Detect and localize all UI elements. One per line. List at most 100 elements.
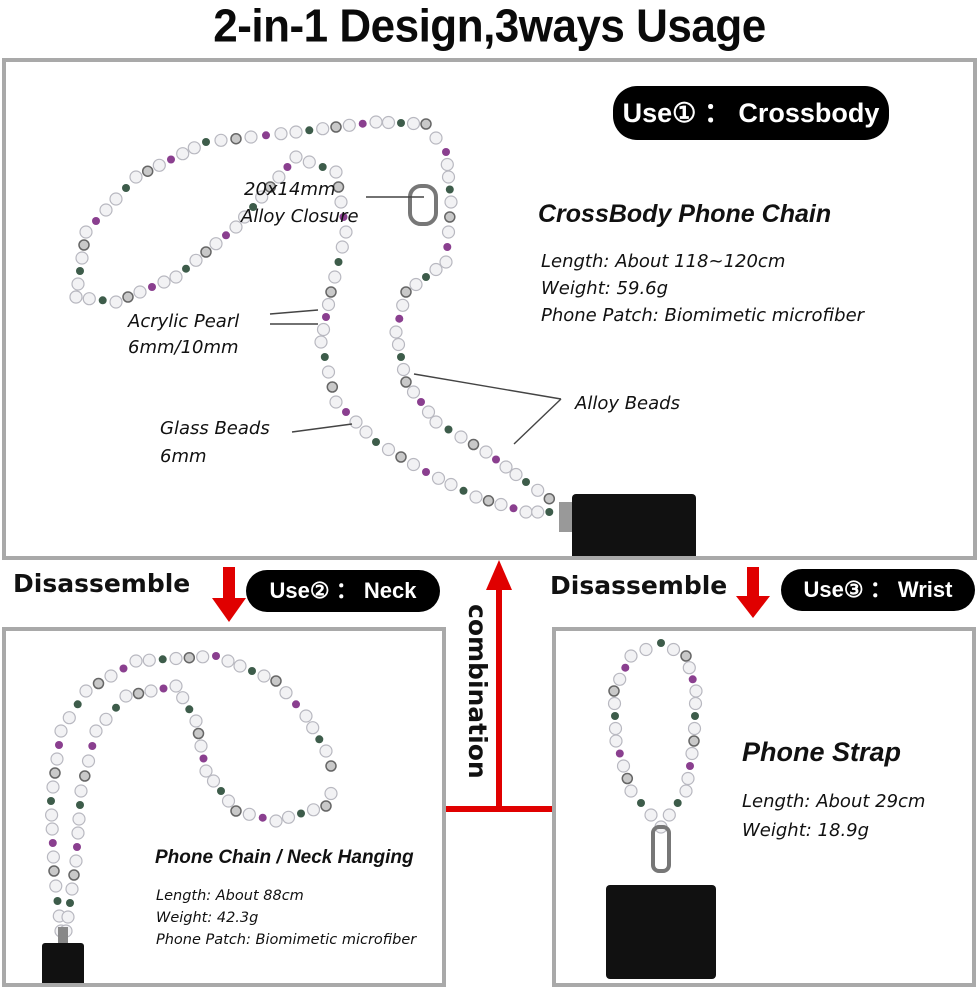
neck-disassemble-label: Disassemble — [13, 569, 191, 598]
crossbody-spec-weight: Weight: 59.6g — [541, 278, 669, 299]
callout-closure-size: 20x14mm — [244, 179, 336, 200]
crossbody-usage-pill: Use① ： Crossbody — [613, 86, 889, 140]
bead — [49, 767, 61, 779]
bead — [686, 762, 694, 770]
bead — [92, 677, 105, 690]
bead — [194, 739, 208, 753]
bead — [76, 267, 84, 275]
bead — [62, 711, 76, 725]
bead — [305, 126, 314, 135]
bead — [132, 687, 145, 700]
page-title: 2-in-1 Design,3ways Usage — [213, 0, 766, 53]
bead — [543, 492, 556, 505]
bead — [396, 362, 411, 377]
connector-icon — [559, 502, 573, 532]
bead — [255, 190, 269, 204]
bead — [44, 808, 59, 822]
bead — [214, 133, 228, 147]
wrist-usage-pill: Use③ ： Wrist — [781, 569, 975, 611]
bead — [688, 696, 703, 711]
bead — [608, 685, 620, 697]
bead — [445, 185, 454, 194]
bead — [624, 649, 638, 663]
bead — [49, 879, 63, 893]
bead — [264, 181, 277, 193]
neck-spec-length: Length: About 88cm — [156, 888, 304, 904]
wrist-spec-length: Length: About 29cm — [742, 791, 926, 812]
crossbody-spec-patch: Phone Patch: Biomimetic microfiber — [541, 305, 865, 326]
bead — [444, 477, 458, 492]
bead — [509, 504, 518, 513]
bead — [73, 843, 81, 851]
wrist-strap-illustration — [606, 639, 716, 979]
bead — [299, 709, 313, 723]
bead — [189, 714, 203, 728]
neck-spec-patch: Phone Patch: Biomimetic microfiber — [156, 932, 417, 948]
crossbody-heading: CrossBody Phone Chain — [538, 200, 832, 228]
bead — [441, 170, 456, 184]
bead — [176, 147, 190, 161]
bead — [441, 225, 456, 239]
bead — [157, 275, 171, 289]
bead — [689, 684, 703, 698]
bead — [141, 165, 154, 177]
bead — [624, 784, 638, 798]
bead — [281, 810, 296, 824]
callout-glass-beads: Glass Beads — [160, 418, 270, 439]
bead — [283, 163, 292, 171]
bead — [221, 654, 235, 668]
bead — [122, 291, 134, 303]
bead — [199, 764, 213, 778]
bead — [274, 127, 288, 141]
bead — [292, 700, 300, 709]
bead — [212, 652, 220, 660]
bead — [142, 653, 156, 667]
wrist-spec-weight: Weight: 18.9g — [742, 820, 870, 841]
bead — [509, 467, 523, 482]
bead — [406, 385, 421, 399]
bead — [400, 286, 412, 298]
bead — [469, 490, 483, 504]
bead — [66, 899, 74, 907]
bead — [71, 277, 85, 291]
bead — [342, 118, 356, 132]
bead — [196, 650, 210, 664]
bead — [673, 799, 682, 807]
bead — [54, 724, 68, 738]
bead — [79, 225, 93, 239]
bead — [334, 258, 343, 266]
bead — [420, 118, 432, 130]
bead — [200, 246, 212, 258]
bead — [289, 150, 303, 164]
bead — [459, 486, 468, 495]
bead — [444, 195, 458, 209]
bead — [48, 865, 60, 877]
neck-spec-weight: Weight: 42.3g — [156, 910, 259, 926]
bead — [389, 325, 403, 339]
bead — [229, 220, 243, 234]
bead — [637, 799, 645, 807]
bead — [395, 314, 404, 323]
callout-glass-size: 6mm — [160, 446, 207, 467]
bead — [320, 800, 332, 812]
bead — [494, 497, 508, 512]
bead — [183, 651, 196, 664]
bead — [397, 353, 405, 361]
bead — [46, 780, 60, 794]
neck-panel: Phone Chain / Neck Hanging Length: About… — [2, 627, 446, 987]
bead — [76, 801, 84, 809]
bead — [421, 405, 436, 419]
bead — [45, 822, 59, 836]
phone-patch-icon — [42, 943, 84, 983]
bead — [272, 170, 286, 184]
bead — [607, 696, 622, 711]
bead — [144, 684, 158, 698]
bead — [613, 672, 627, 686]
bead — [315, 735, 324, 744]
bead — [69, 854, 83, 868]
bead — [442, 148, 450, 156]
bead — [443, 243, 452, 251]
bead — [74, 784, 88, 798]
bead — [332, 181, 345, 193]
bead — [615, 749, 624, 758]
